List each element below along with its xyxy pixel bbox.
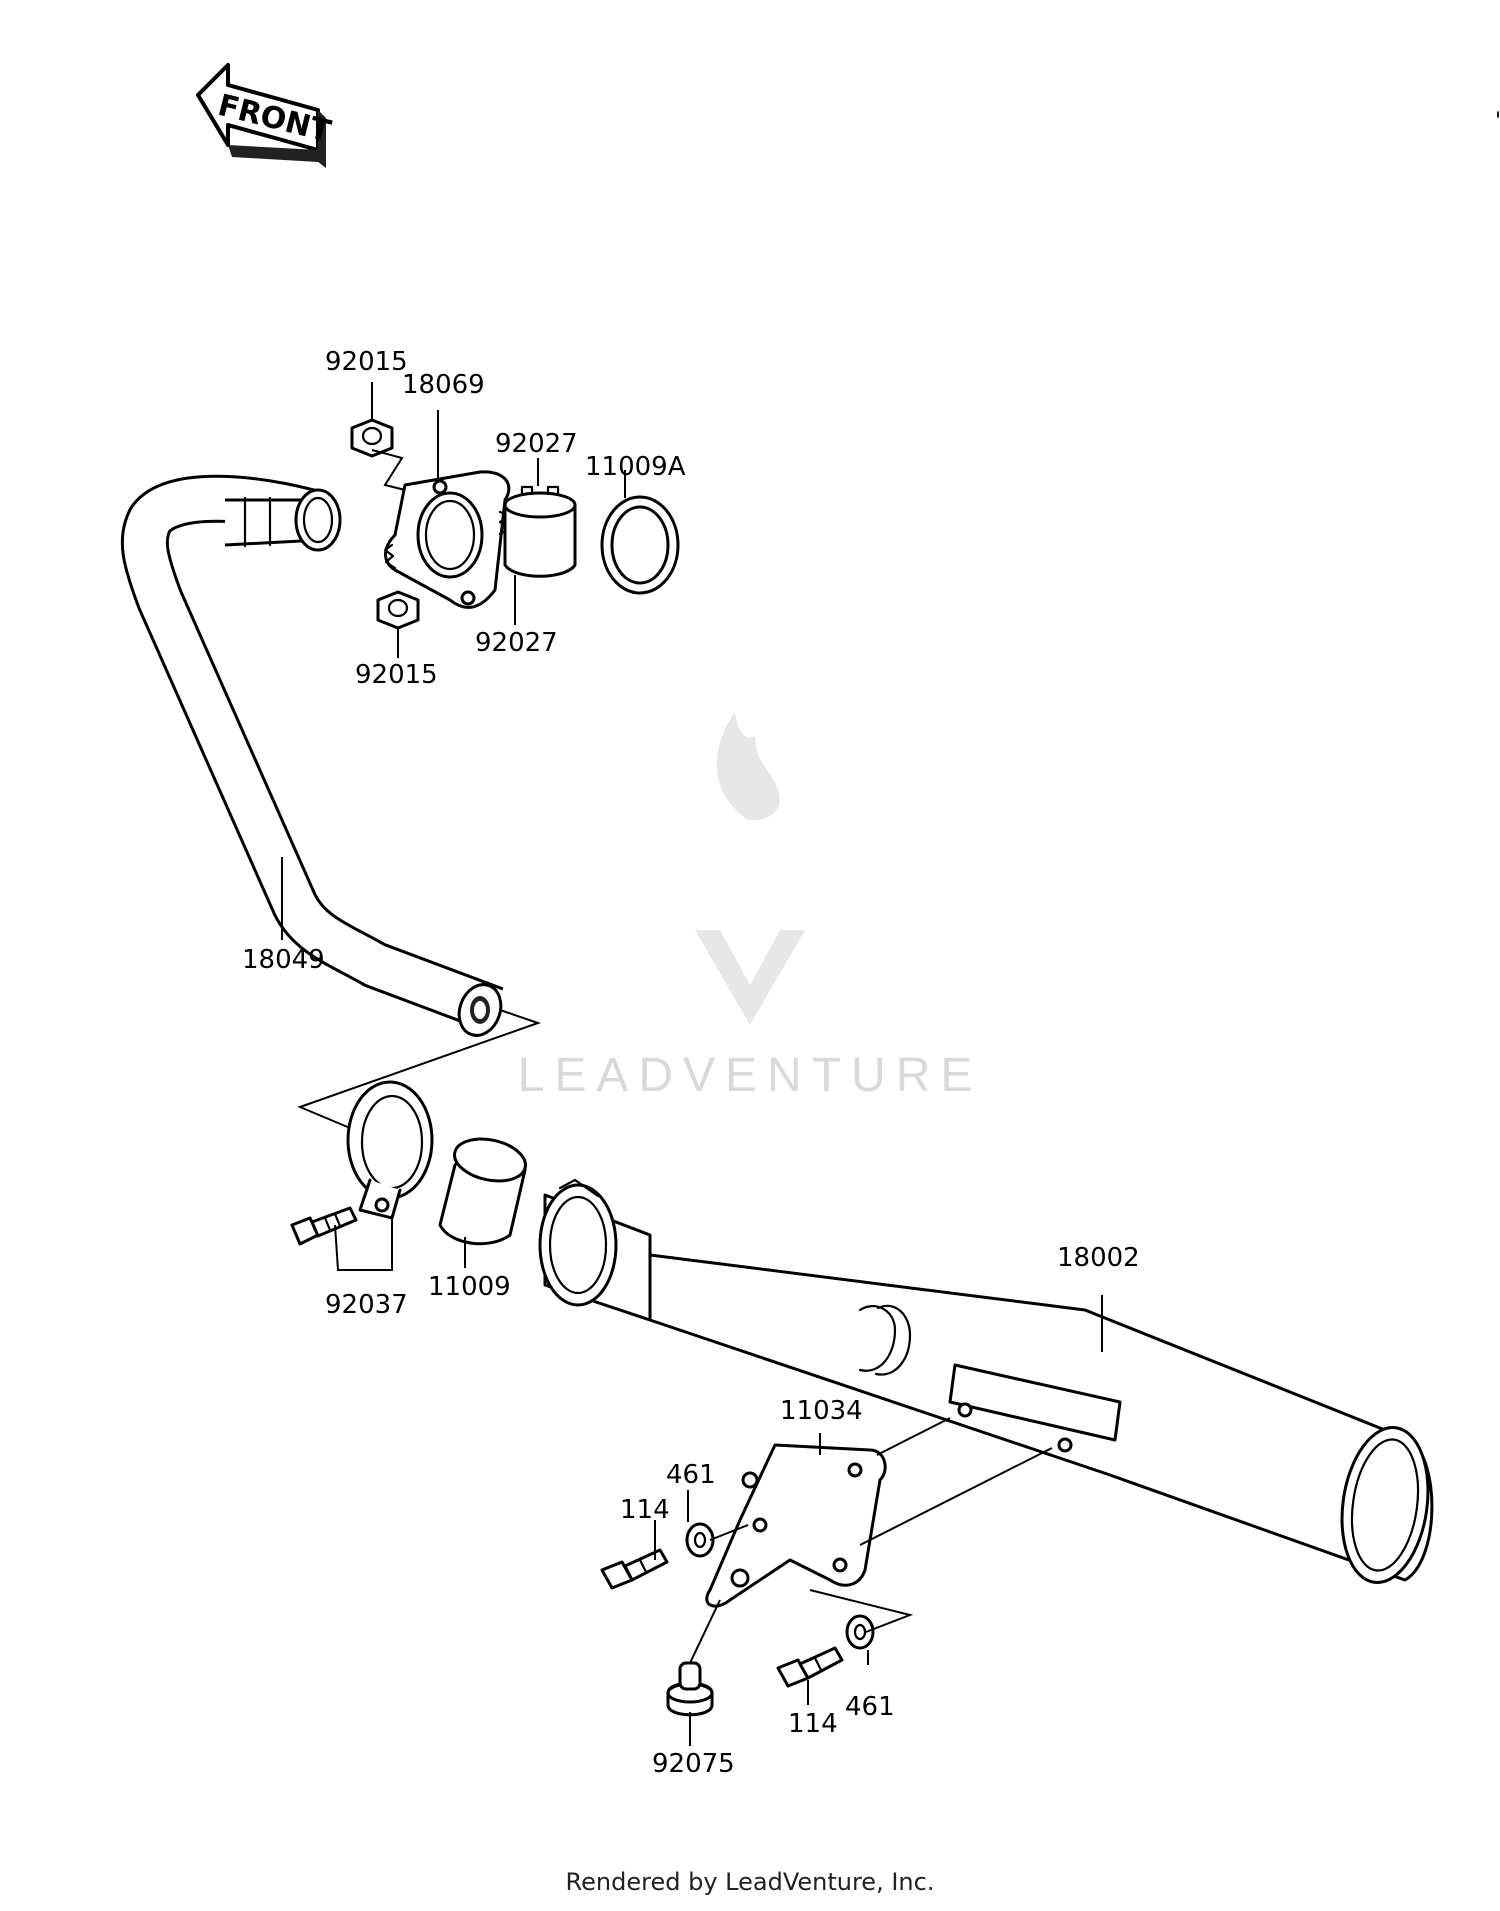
gasket-11009A [600, 495, 680, 595]
muffler-bracket-11034 [705, 1443, 887, 1608]
rubber-damper-92075 [666, 1661, 714, 1717]
leadventure-flame-logo-icon [695, 712, 805, 1025]
leader-lines [281, 382, 1103, 1746]
muffler-18002 [538, 1178, 1434, 1584]
label-114-lower: 114 [788, 1709, 838, 1739]
washer-461-lower [845, 1614, 875, 1650]
label-11009: 11009 [428, 1272, 511, 1302]
collar-92027 [503, 485, 577, 578]
bolt-114-upper [600, 1548, 669, 1590]
label-92037: 92037 [325, 1290, 408, 1320]
edge-mark: ' [1495, 109, 1500, 134]
washer-461-upper [685, 1522, 715, 1558]
label-92015-bottom: 92015 [355, 660, 438, 690]
label-11034: 11034 [780, 1396, 863, 1426]
label-461-lower: 461 [845, 1692, 895, 1722]
label-18002: 18002 [1057, 1243, 1140, 1273]
label-11009A: 11009A [585, 452, 686, 482]
label-114-upper: 114 [620, 1495, 670, 1525]
clamp-bolt-92037 [290, 1206, 358, 1246]
label-92075: 92075 [652, 1749, 735, 1779]
bolt-114-lower [776, 1646, 844, 1688]
label-92027-bottom: 92027 [475, 628, 558, 658]
exhaust-flange-18069 [383, 470, 512, 609]
label-18069: 18069 [402, 370, 485, 400]
clamp-92037 [346, 1080, 434, 1220]
gasket-11009 [438, 1137, 527, 1246]
label-461-upper: 461 [666, 1460, 716, 1490]
part-labels: 92015 18069 92027 11009A 92027 92015 180… [242, 347, 1140, 1779]
front-arrow-icon: FRONT [196, 63, 335, 168]
render-credit: Rendered by LeadVenture, Inc. [565, 1868, 935, 1896]
watermark-text: LEADVENTURE [518, 1049, 983, 1102]
label-92015-top: 92015 [325, 347, 408, 377]
head-pipe-18049 [120, 474, 504, 1037]
label-18049: 18049 [242, 945, 325, 975]
nut-92015-bottom [376, 590, 420, 630]
label-92027-top: 92027 [495, 429, 578, 459]
